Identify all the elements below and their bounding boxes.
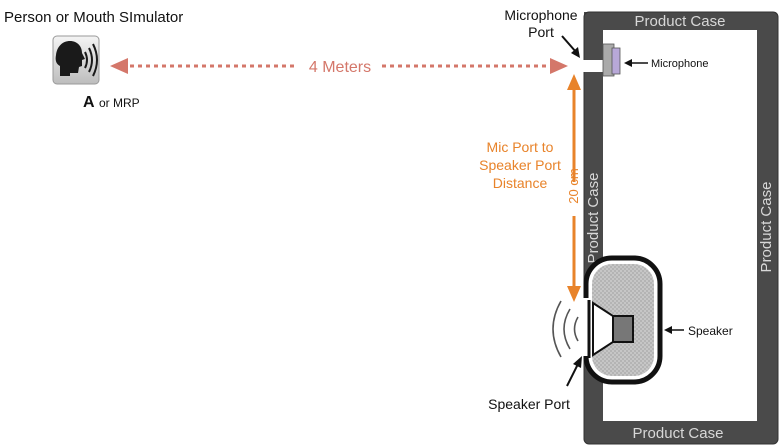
- speaker: [580, 255, 663, 385]
- microphone-port-arrow: [561, 35, 577, 53]
- case-bottom-label: Product Case: [633, 425, 724, 442]
- speaking-head-icon: [52, 35, 100, 85]
- mic-to-speaker-label-line1: Mic Port to: [487, 139, 554, 155]
- microphone-label: Microphone: [651, 58, 708, 70]
- case-right-label: Product Case: [758, 182, 775, 273]
- sound-waves-icon: [552, 300, 579, 358]
- speaker-arrow-head: [664, 326, 672, 334]
- mic-to-speaker-label-line2: Speaker Port: [479, 157, 561, 173]
- microphone-port-label-line2: Port: [528, 24, 554, 40]
- case-inner-label: Product Case: [585, 173, 602, 264]
- person-title: Person or Mouth SImulator: [4, 9, 183, 26]
- product-case: [584, 12, 778, 444]
- microphone: [602, 43, 621, 77]
- horizontal-distance-label: 4 Meters: [309, 59, 371, 76]
- speaker-port-label: Speaker Port: [488, 396, 570, 412]
- microphone-arrow-head: [624, 59, 632, 67]
- or-mrp-label: or MRP: [99, 96, 140, 110]
- horizontal-distance-arrow: [110, 58, 568, 74]
- microphone-port-label-line1: Microphone: [504, 7, 577, 23]
- case-top-label: Product Case: [635, 13, 726, 30]
- vertical-distance-arrow: [567, 74, 581, 302]
- point-a-label: A: [83, 94, 95, 111]
- microphone-port-arrow-head: [571, 47, 580, 58]
- vertical-distance-label: 20 cm: [566, 168, 581, 203]
- microphone-port-opening: [580, 60, 604, 72]
- speaker-label: Speaker: [688, 324, 733, 338]
- speaker-port-arrow-head: [573, 356, 582, 368]
- speaker-port-arrow: [566, 363, 579, 387]
- mic-to-speaker-label-line3: Distance: [493, 175, 548, 191]
